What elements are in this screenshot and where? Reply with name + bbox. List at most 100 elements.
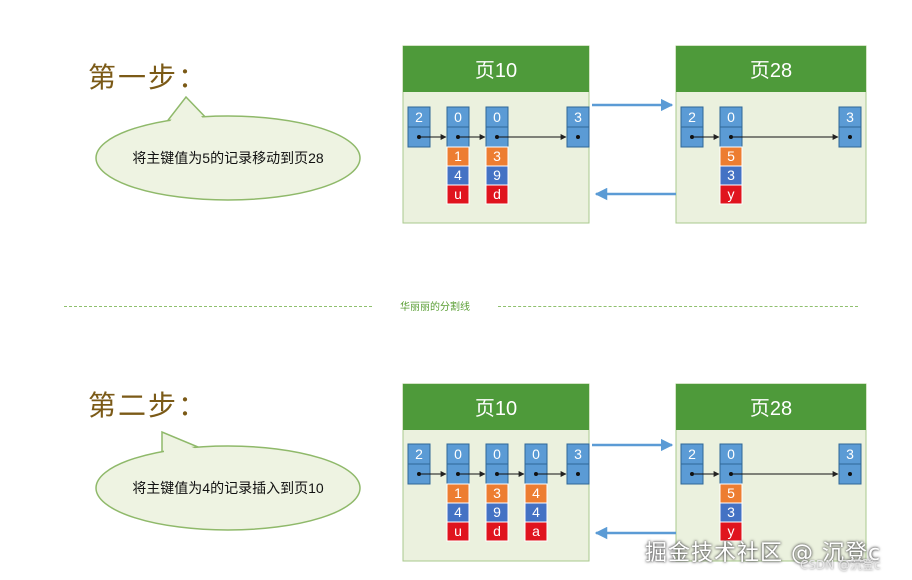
step2-page28-record-1-header (719, 443, 743, 465)
step2-page28-record-2-header (838, 443, 862, 465)
step2-page10-record-3-field-1-value: 4 (532, 504, 540, 520)
step2-page10-record-0-next (407, 463, 431, 485)
step2-page10-record-3-pointer-dot (534, 472, 538, 476)
step2-page10-header (403, 384, 589, 430)
step2-page10-record-2-field-2 (485, 521, 509, 542)
step2-page10-record-4-header (566, 443, 590, 465)
step2-page28-record-2-pointer-dot (848, 472, 852, 476)
step2-page28-record-1-header-value: 0 (727, 446, 735, 462)
step2-page10-record-2-field-2-value: d (493, 523, 501, 539)
step2-page10-record-3-field-2 (524, 521, 548, 542)
step1-page10-record-2-field-2 (485, 184, 509, 205)
step2-page10-record-2-field-0-value: 3 (493, 485, 501, 501)
step1-page10-record-0-header (407, 106, 431, 128)
divider-line-left (64, 306, 372, 307)
step1-page10-record-2-header (485, 106, 509, 128)
step1-page10-record-1-pointer-dot (456, 135, 460, 139)
step2-page10-record-1-pointer-dot (456, 472, 460, 476)
step2-page10-record-1-field-1 (446, 502, 470, 523)
watermark-main: 掘金技术社区 @ 沉登c (645, 541, 882, 566)
step1-page10-record-2-next (485, 126, 509, 148)
step1-page28-record-1-header (719, 106, 743, 128)
step2-page28-record-1-next (719, 463, 743, 485)
step2-page10-record-1-field-2 (446, 521, 470, 542)
step1-page28-body (675, 45, 867, 224)
step1-page10-record-1-field-0 (446, 146, 470, 167)
step1-page28-record-0-pointer-dot (690, 135, 694, 139)
step2-page10-record-1-field-0-value: 1 (454, 485, 462, 501)
step1-page10-title: 页10 (475, 60, 517, 82)
step1-page28-title: 页28 (750, 60, 792, 82)
step2-title: 第二步： (88, 389, 209, 422)
step1-page28-record-2-header (838, 106, 862, 128)
step1-page10-record-2-header-value: 0 (493, 109, 501, 125)
step1-page10-record-3-pointer-dot (576, 135, 580, 139)
divider-line-right (498, 306, 858, 307)
step2-page10-record-3-field-0 (524, 483, 548, 504)
step1-page10-record-0-next (407, 126, 431, 148)
step1-page10-record-3-header-value: 3 (574, 109, 582, 125)
step1-page28-record-1-field-1-value: 3 (727, 167, 735, 183)
step2-page10-record-3-header (524, 443, 548, 465)
step2-page10-record-1-field-1-value: 4 (454, 504, 462, 520)
step2-page28-record-0-header (680, 443, 704, 465)
watermark-sub: CSDN @沉登c (800, 558, 881, 572)
step2-page10-record-2-header (485, 443, 509, 465)
step1-page28-record-1-pointer-dot (729, 135, 733, 139)
step1-page10-record-0-pointer-dot (417, 135, 421, 139)
step1-page28-record-1-field-0-value: 5 (727, 148, 735, 164)
step1-page10-record-0-header-value: 2 (415, 109, 423, 125)
step1-page10-record-2-field-0-value: 3 (493, 148, 501, 164)
step1-page10-record-1-next (446, 126, 470, 148)
step1-page10-record-2-field-1-value: 9 (493, 167, 501, 183)
step1-page10-header (403, 46, 589, 92)
step1-page28-record-1-field-0 (719, 146, 743, 167)
step1-page10-record-1-field-2-value: u (454, 186, 462, 202)
step1-page10-record-2-field-2-value: d (493, 186, 501, 202)
step2-page10-record-2-next (485, 463, 509, 485)
step1-page10-record-3-next (566, 126, 590, 148)
step2-page28-record-1-field-0 (719, 483, 743, 504)
step2-page28-record-0-pointer-dot (690, 472, 694, 476)
step1-page10-record-1-header-value: 0 (454, 109, 462, 125)
step2-page10-record-4-next (566, 463, 590, 485)
step2-page10-record-3-field-2-value: a (532, 523, 540, 539)
step2-page28-record-1-pointer-dot (729, 472, 733, 476)
step2-page10-record-2-field-1 (485, 502, 509, 523)
step2-page28-record-0-next (680, 463, 704, 485)
step1-page10-record-1-header (446, 106, 470, 128)
step2-bubble-ellipse (95, 445, 361, 531)
step2-page10-record-0-header (407, 443, 431, 465)
step1-page28-record-0-header (680, 106, 704, 128)
step1-page10-record-1-field-1-value: 4 (454, 167, 462, 183)
step2-page10-record-1-next (446, 463, 470, 485)
step1-bubble-text: 将主键值为5的记录移动到页28 (132, 150, 324, 166)
step1-page28-record-1-header-value: 0 (727, 109, 735, 125)
step2-bubble-tail-cover (164, 435, 208, 460)
step2-page28-record-2-header-value: 3 (846, 446, 854, 462)
step1-page10-record-2-pointer-dot (495, 135, 499, 139)
step1-page28-record-1-next (719, 126, 743, 148)
step1-title: 第一步： (88, 61, 209, 94)
step2-page10-record-0-pointer-dot (417, 472, 421, 476)
step1-page28-record-1-field-2 (719, 184, 743, 205)
step1-page10-record-2-field-1 (485, 165, 509, 186)
step1-page28-record-2-header-value: 3 (846, 109, 854, 125)
step2-page28-title: 页28 (750, 398, 792, 420)
step1-page28-record-0-header-value: 2 (688, 109, 696, 125)
step2-page10-record-1-field-0 (446, 483, 470, 504)
step1-page10-record-1-field-0-value: 1 (454, 148, 462, 164)
step2-page10-record-3-field-0-value: 4 (532, 485, 540, 501)
step1-page10-record-1-field-1 (446, 165, 470, 186)
step1-page28-header (676, 46, 866, 92)
step2-page10-record-2-header-value: 0 (493, 446, 501, 462)
step2-bubble-text: 将主键值为4的记录插入到页10 (132, 480, 324, 496)
step2-page10-record-3-next (524, 463, 548, 485)
step2-page10-record-4-header-value: 3 (574, 446, 582, 462)
step1-bubble-ellipse (95, 115, 361, 201)
step1-page10-record-1-field-2 (446, 184, 470, 205)
step2-page10-record-2-pointer-dot (495, 472, 499, 476)
divider-label: 华丽丽的分割线 (380, 298, 490, 313)
step1-page28-record-2-next (838, 126, 862, 148)
